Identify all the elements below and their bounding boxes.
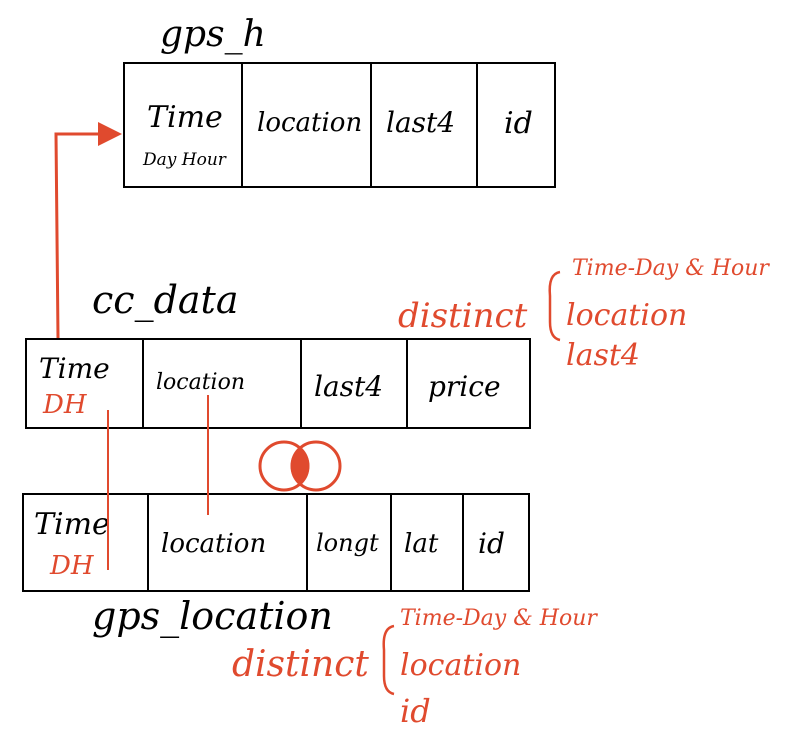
- gps-location-col-longt: longt: [308, 495, 392, 590]
- cc-data-title: cc_data: [92, 278, 239, 322]
- gps-location-distinct-label: distinct: [232, 644, 369, 685]
- gps-location-distinct-field-2: location: [400, 648, 522, 683]
- inner-join-venn-icon: [258, 440, 342, 492]
- cc-data-col-location-label: location: [156, 370, 246, 395]
- gps-location-col-id: id: [464, 495, 528, 590]
- arrow-head-icon: [98, 122, 122, 146]
- cc-data-table: Time DH location last4 price: [25, 338, 531, 429]
- gps-location-distinct-field-3: id: [400, 692, 431, 730]
- gps-location-col-lat-label: lat: [404, 529, 439, 559]
- cc-data-distinct-label: distinct: [398, 296, 528, 336]
- cc-data-distinct-field-1: Time-Day & Hour: [572, 256, 769, 281]
- gps-location-col-lat: lat: [392, 495, 464, 590]
- cc-data-col-last4: last4: [302, 340, 408, 427]
- cc-data-col-price-label: price: [428, 370, 501, 403]
- cc-data-col-price: price: [408, 340, 529, 427]
- cc-data-col-last4-label: last4: [314, 370, 384, 403]
- gps-location-distinct-field-1: Time-Day & Hour: [400, 606, 597, 631]
- cc-data-col-time: Time DH: [27, 340, 144, 427]
- gps-h-col-location-label: location: [257, 108, 363, 138]
- gps-h-col-id: id: [478, 64, 554, 186]
- gps-h-col-id-label: id: [504, 106, 533, 141]
- cc-data-distinct-field-3: last4: [566, 338, 641, 373]
- gps-h-col-last4: last4: [372, 64, 478, 186]
- cc-data-distinct-field-2: location: [566, 298, 688, 333]
- cc-data-col-location: location: [144, 340, 302, 427]
- cc-data-brace-icon: [548, 270, 561, 342]
- gps-location-time-sub: DH: [50, 551, 94, 581]
- gps-location-table: Time DH location longt lat id: [22, 493, 530, 592]
- cc-data-col-time-label: Time: [39, 352, 110, 385]
- gps-location-brace-icon: [382, 624, 395, 696]
- cc-data-time-sub: DH: [43, 390, 87, 420]
- gps-h-col-last4-label: last4: [386, 106, 456, 139]
- gps-location-col-id-label: id: [478, 527, 505, 560]
- gps-location-col-time: Time DH: [24, 495, 149, 590]
- gps-location-col-location-label: location: [161, 529, 267, 559]
- gps-h-title: gps_h: [160, 14, 266, 55]
- gps-h-time-sub: Day Hour: [143, 150, 226, 170]
- gps-h-col-time-label: Time: [147, 100, 223, 135]
- gps-h-col-location: location: [243, 64, 372, 186]
- gps-h-table: Time Day Hour location last4 id: [123, 62, 556, 188]
- gps-location-col-time-label: Time: [34, 507, 110, 542]
- gps-h-col-time: Time Day Hour: [125, 64, 243, 186]
- gps-location-title: gps_location: [92, 594, 333, 638]
- gps-location-col-location: location: [149, 495, 308, 590]
- gps-location-col-longt-label: longt: [316, 529, 379, 557]
